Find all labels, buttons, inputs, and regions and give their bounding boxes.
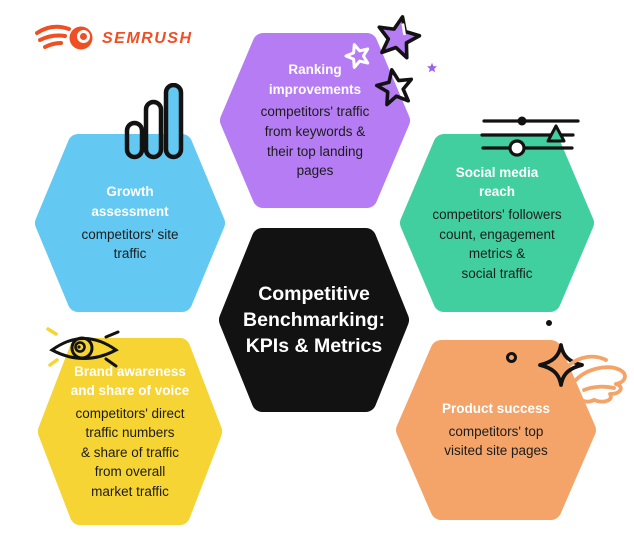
- node-title: Growth assessment: [91, 184, 169, 219]
- hexagon-shape: [396, 339, 596, 521]
- node-body: competitors' followers count, engagement…: [432, 206, 562, 281]
- stars-icon: [338, 12, 437, 108]
- node-product-success: Product success competitors' top visited…: [395, 339, 597, 521]
- node-text-block: Ranking improvements competitors' traffi…: [219, 32, 411, 209]
- slider-knob: [508, 139, 526, 157]
- node-text-block: Brand awareness and share of voice compe…: [37, 337, 223, 526]
- node-text-block: Social media reach competitors' follower…: [399, 133, 595, 313]
- flame-comet-icon: [35, 24, 93, 50]
- node-center-competitive-benchmarking: Competitive Benchmarking: KPIs & Metrics: [218, 227, 410, 413]
- hand-doodle-icon: [566, 354, 627, 404]
- hexagon-shape: [37, 338, 223, 525]
- tiny-star-icon: [427, 62, 437, 73]
- node-growth-assessment: Growth assessment competitors' site traf…: [34, 133, 226, 313]
- semrush-logo: SEMRUSH: [35, 22, 193, 54]
- node-title: Brand awareness and share of voice: [70, 363, 190, 399]
- hexagon-shape: [399, 133, 595, 313]
- node-text-block: Product success competitors' top visited…: [395, 339, 597, 521]
- eye-icon: [46, 327, 120, 368]
- white-star-icon: [343, 41, 371, 69]
- slider-dot: [517, 116, 527, 126]
- node-body: competitors' traffic from keywords & the…: [260, 104, 370, 179]
- node-social-media-reach: Social media reach competitors' follower…: [399, 133, 595, 313]
- hexagon-shape: [34, 133, 226, 313]
- node-body: competitors' top visited site pages: [444, 423, 548, 459]
- bar-chart-icon: [124, 83, 184, 160]
- ring-decoration: [506, 352, 517, 363]
- node-body: competitors' site traffic: [81, 226, 179, 262]
- hexagon-shape: [219, 32, 411, 209]
- dot-decoration: [546, 320, 552, 326]
- hexagon-shape: [218, 228, 410, 412]
- purple-star-icon: [374, 13, 422, 60]
- node-text-block: Competitive Benchmarking: KPIs & Metrics: [218, 227, 410, 413]
- node-brand-awareness: Brand awareness and share of voice compe…: [37, 337, 223, 526]
- node-title: Ranking improvements: [268, 62, 362, 97]
- center-title: Competitive Benchmarking: KPIs & Metrics: [243, 282, 385, 358]
- node-title: Social media reach: [455, 164, 539, 200]
- node-body: competitors' direct traffic numbers & sh…: [75, 405, 185, 499]
- logo-wordmark: SEMRUSH: [102, 30, 193, 47]
- node-text-block: Growth assessment competitors' site traf…: [34, 133, 226, 313]
- slider-triangle: [546, 124, 566, 143]
- sliders-icon: [480, 116, 580, 157]
- node-title: Product success: [441, 401, 551, 417]
- star-highlight: [401, 25, 406, 34]
- outline-star-icon: [375, 67, 415, 106]
- node-ranking-improvements: Ranking improvements competitors' traffi…: [219, 32, 411, 209]
